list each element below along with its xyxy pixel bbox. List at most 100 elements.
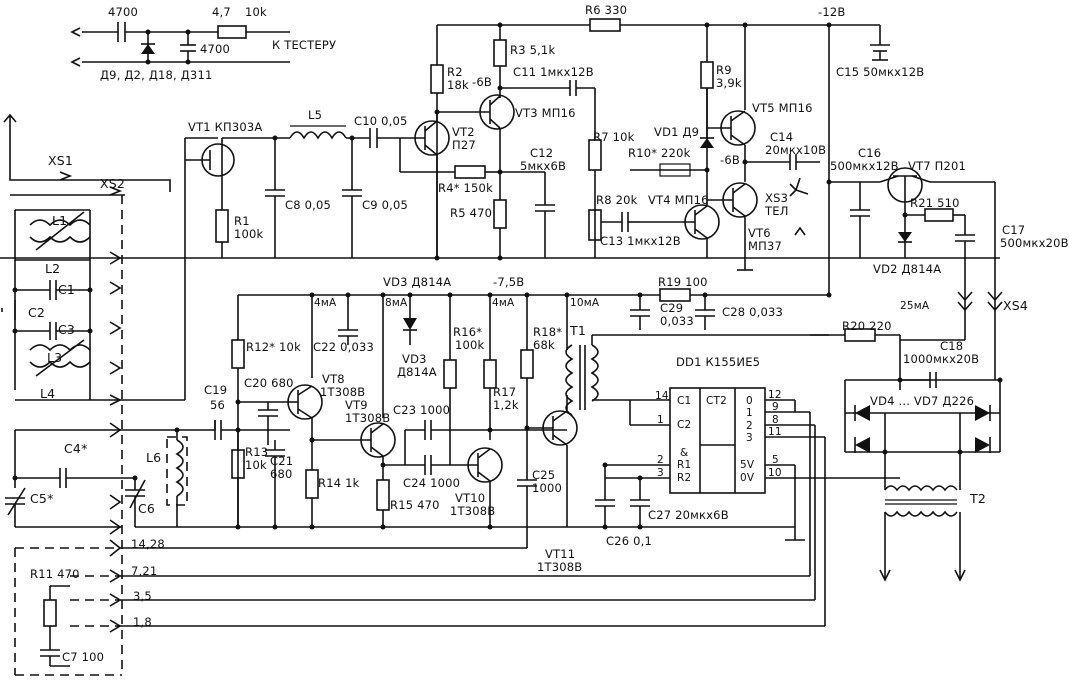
label-c14: C14 <box>770 130 794 144</box>
label-c4700b: 4700 <box>200 42 231 56</box>
label-r3: R3 5,1k <box>510 43 556 57</box>
label-vt11: VT11 <box>545 547 576 561</box>
output-stage <box>588 88 820 271</box>
rectifier-bridge <box>844 258 1003 582</box>
label-c11: C11 1мкх12В <box>513 65 594 79</box>
label-vt3: VT3 МП16 <box>515 106 576 120</box>
label-r16v: 100k <box>455 338 485 352</box>
label-c27: C27 20мкх6В <box>648 508 729 522</box>
label-l3: L3 <box>47 350 63 365</box>
label-t1: T1 <box>570 323 586 338</box>
label-c19: C19 <box>204 383 228 397</box>
label-c25: C25 <box>532 468 556 482</box>
label-r2v: 18k <box>447 78 469 92</box>
counter-chip <box>567 335 901 626</box>
label-r13: R13 <box>245 445 269 459</box>
label-c21v: 680 <box>270 467 293 481</box>
label-r10: R10* 220k <box>628 146 691 160</box>
input-filter <box>184 125 400 400</box>
dd1-pin-10: 10 <box>768 467 782 479</box>
label-r47: 4,7 <box>212 5 231 19</box>
label-x721: 7,21 <box>131 564 158 578</box>
label-xs2: XS2 <box>100 176 126 191</box>
label-c16v: 500мкх12В <box>830 159 899 173</box>
label-vd4: VD4 ... VD7 Д226 <box>870 394 975 408</box>
label-c23: C23 1000 <box>393 403 451 417</box>
label-r20: R20 220 <box>842 319 892 333</box>
label-vt6: VT6 <box>748 226 771 240</box>
label-r12: R12* 10k <box>246 340 301 354</box>
label-r18v: 68k <box>533 338 555 352</box>
oscillator-tank <box>5 427 567 528</box>
oscillator-stage <box>214 288 900 548</box>
label-x1428: 14,28 <box>131 537 165 551</box>
label-c14v: 20мкх10В <box>765 143 827 157</box>
label-vt9v: 1Т308В <box>345 411 391 425</box>
label-t2: T2 <box>970 491 986 506</box>
tester-probe-circuit <box>70 22 290 67</box>
label-r4: R4* 150k <box>438 181 493 195</box>
dd1-out-0: 0 <box>746 395 753 407</box>
dd1-0v: 0V <box>740 472 755 484</box>
label-r17v: 1,2k <box>493 398 519 412</box>
label-vt8v: 1Т308В <box>320 385 366 399</box>
label-diodes: Д9, Д2, Д18, Д311 <box>100 68 213 82</box>
label-c3: C3 <box>58 322 76 337</box>
label-c29v: 0,033 <box>660 314 694 328</box>
label-r10k: 10k <box>245 5 267 19</box>
label-r2: R2 <box>447 65 463 79</box>
dd1-pin-1: 1 <box>657 414 664 426</box>
label-k-tester: К ТЕСТЕРУ <box>272 38 337 52</box>
label-c4700a: 4700 <box>108 5 139 19</box>
label-c28: C28 0,033 <box>722 305 784 319</box>
dd1-pin-2: 2 <box>657 454 664 466</box>
label-c17: C17 <box>1002 223 1026 237</box>
dd1-in-c2: C2 <box>677 419 692 431</box>
dd1-pin-9: 9 <box>772 401 779 413</box>
label-vt9: VT9 <box>345 398 368 412</box>
label-r21: R21 510 <box>910 196 960 210</box>
label-c29: C29 <box>660 301 684 315</box>
label-c17v: 500мкх20В <box>1000 236 1069 250</box>
label-vt7: VT7 П201 <box>908 159 967 173</box>
dd1-out-2: 2 <box>746 420 753 432</box>
dd1-in-r1: R1 <box>677 459 692 471</box>
tuning-coils <box>1 113 185 401</box>
label-c8: C8 0,05 <box>285 198 332 212</box>
label-vt5: VT5 МП16 <box>752 101 813 115</box>
range-switch <box>14 195 825 676</box>
label-c15: C15 50мкх12В <box>836 65 925 79</box>
dd1-in-c1: C1 <box>677 395 692 407</box>
label-i25: 25мА <box>900 300 930 312</box>
label-vt11v: 1Т308В <box>537 560 583 574</box>
label-c16: C16 <box>858 146 882 160</box>
label-m6v-b: -6В <box>720 153 740 167</box>
dd1-pin-11: 11 <box>768 426 782 438</box>
label-r7: R7 10k <box>593 130 635 144</box>
label-vd3a: VD3 Д814А <box>383 275 452 289</box>
label-c1: C1 <box>58 282 76 297</box>
label-r11: R11 470 <box>30 567 80 581</box>
label-r16: R16* <box>453 325 483 339</box>
label-l5: L5 <box>308 108 323 122</box>
label-vd3b: VD3 <box>402 352 427 366</box>
label-i8: 8мА <box>385 297 408 309</box>
label-c22: C22 0,033 <box>313 340 375 354</box>
label-vt10: VT10 <box>455 491 486 505</box>
label-vt4: VT4 МП16 <box>648 193 709 207</box>
dd1-in-r2: R2 <box>677 472 692 484</box>
label-l1: L1 <box>52 213 68 228</box>
label-c12: C12 <box>530 146 554 160</box>
label-c4: C4* <box>64 441 88 456</box>
label-r15: R15 470 <box>390 498 440 512</box>
label-xs4: XS4 <box>1003 298 1029 313</box>
dd1-pin-3: 3 <box>657 467 664 479</box>
label-vd2: VD2 Д814А <box>873 262 942 276</box>
label-r6: R6 330 <box>585 3 628 17</box>
label-r14: R14 1k <box>318 476 360 490</box>
preamp-stage <box>399 80 602 261</box>
dd1-5v: 5V <box>740 459 755 471</box>
dd1-pin-14: 14 <box>655 390 669 402</box>
label-l6: L6 <box>146 450 162 465</box>
regulator-stage <box>826 167 996 300</box>
